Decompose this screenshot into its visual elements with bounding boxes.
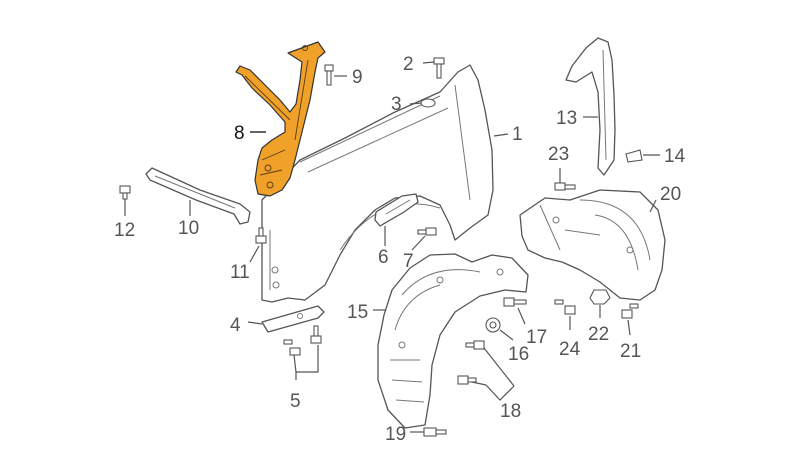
callout-17: 17 bbox=[526, 327, 547, 348]
callout-4: 4 bbox=[230, 315, 241, 336]
highlighted-bracket bbox=[235, 41, 326, 197]
callout-24: 24 bbox=[559, 339, 581, 360]
callout-14: 14 bbox=[664, 146, 686, 167]
callout-22: 22 bbox=[588, 324, 609, 345]
small-bracket bbox=[374, 193, 419, 227]
callout-3: 3 bbox=[391, 94, 402, 115]
bolt-5a bbox=[283, 339, 301, 356]
callout-labels: 1 2 3 4 5 6 7 8 9 10 11 12 13 14 15 16 1… bbox=[114, 54, 686, 445]
bolt-18b bbox=[457, 375, 477, 385]
callout-6: 6 bbox=[378, 247, 389, 268]
bolt-12 bbox=[119, 185, 131, 200]
callout-19: 19 bbox=[385, 424, 406, 445]
callout-20: 20 bbox=[660, 184, 681, 205]
callout-10: 10 bbox=[178, 218, 199, 239]
washer-16 bbox=[485, 317, 501, 333]
trim-strip bbox=[565, 37, 616, 176]
front-wheelhouse-liner bbox=[377, 253, 529, 429]
nut-22 bbox=[589, 289, 611, 305]
callout-23: 23 bbox=[548, 144, 569, 165]
callout-7: 7 bbox=[403, 251, 414, 272]
callout-1: 1 bbox=[512, 124, 523, 145]
bolt-2 bbox=[433, 57, 445, 79]
callout-2: 2 bbox=[403, 54, 414, 75]
rear-wheelhouse-liner bbox=[519, 189, 666, 301]
lower-strip bbox=[261, 305, 325, 333]
callout-21: 21 bbox=[620, 341, 641, 362]
callout-5: 5 bbox=[290, 391, 301, 412]
callout-18: 18 bbox=[500, 401, 521, 422]
callout-11: 11 bbox=[230, 262, 250, 283]
support-rail bbox=[145, 167, 251, 225]
bolt-23 bbox=[554, 182, 576, 191]
bolt-18a bbox=[465, 340, 485, 350]
bolt-5b bbox=[310, 325, 322, 344]
grommet-3 bbox=[420, 98, 436, 108]
bolt-24 bbox=[554, 299, 576, 315]
clip-14 bbox=[625, 149, 643, 163]
bolt-9 bbox=[324, 64, 334, 86]
bolt-7 bbox=[417, 227, 437, 236]
bolt-21 bbox=[621, 303, 639, 319]
bolt-19 bbox=[423, 427, 447, 437]
callout-15: 15 bbox=[347, 302, 368, 323]
bolt-17 bbox=[503, 297, 527, 307]
leader-lines bbox=[124, 61, 660, 433]
callout-9: 9 bbox=[352, 67, 363, 88]
callout-8: 8 bbox=[234, 123, 245, 144]
callout-16: 16 bbox=[508, 344, 529, 365]
callout-12: 12 bbox=[114, 220, 135, 241]
bolt-11 bbox=[255, 227, 267, 244]
callout-13: 13 bbox=[556, 108, 577, 129]
